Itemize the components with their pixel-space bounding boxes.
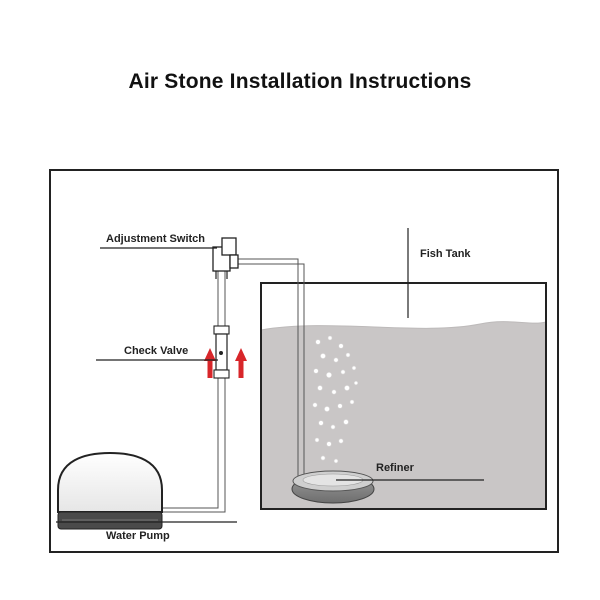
fish-tank: [260, 282, 547, 510]
leader-lines: [56, 228, 484, 523]
water-pump: [57, 451, 163, 530]
label-fish-tank: Fish Tank: [420, 248, 471, 260]
airflow-arrow-icon: [204, 348, 247, 378]
tank-water: [261, 321, 546, 509]
page-title: Air Stone Installation Instructions: [128, 70, 472, 93]
tank-outline: [260, 282, 547, 510]
label-adjustment-switch: Adjustment Switch: [106, 233, 205, 245]
air-bubbles: [312, 335, 359, 464]
outer-frame: [49, 169, 559, 553]
water-surface-line: [260, 321, 547, 331]
label-refiner: Refiner: [376, 462, 415, 474]
adjustment-switch: [212, 237, 239, 279]
label-water-pump: Water Pump: [106, 530, 170, 542]
check-valve: [213, 325, 230, 379]
label-check-valve: Check Valve: [124, 345, 188, 357]
air-stone: [291, 470, 375, 504]
